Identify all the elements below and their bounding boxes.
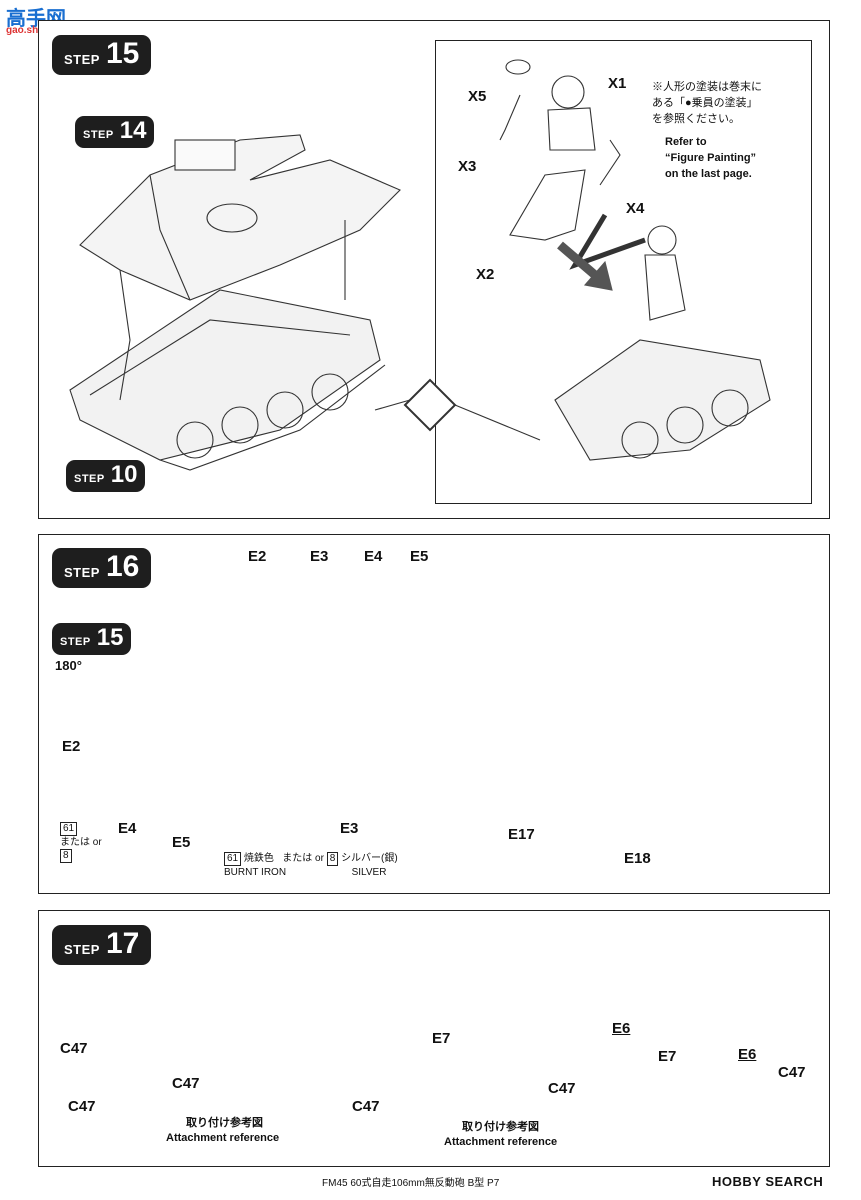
part-c47-f: C47 [778, 1064, 806, 1081]
step17-panel [38, 910, 830, 1167]
part-e6-a: E6 [612, 1020, 631, 1037]
part-e3-label: E3 [340, 820, 359, 837]
attach-ref-2-jp: 取り付け参考図 [462, 1121, 539, 1133]
part-c47-b: C47 [172, 1075, 200, 1092]
part-x5-label: X5 [468, 88, 487, 105]
part-e4-label: E4 [118, 820, 137, 837]
paint-code-61: 61 [60, 822, 78, 836]
part-c47-c: C47 [68, 1098, 96, 1115]
part-e6-b: E6 [738, 1046, 757, 1063]
rotate-180-label: 180° [55, 658, 82, 673]
footer-text: FM45 60式自走106mm無反動砲 B型 P7 [322, 1178, 500, 1189]
part-x2-label: X2 [476, 266, 495, 283]
part-e17-label: E17 [508, 826, 535, 843]
figure-note-en-3: on the last page. [665, 168, 752, 180]
part-x4-label: X4 [626, 200, 645, 217]
part-e2-label: E2 [62, 738, 81, 755]
attach-ref-1-jp: 取り付け参考図 [186, 1117, 263, 1129]
figure-note-jp-3: を参照ください。 [652, 113, 740, 125]
part-x3-label: X3 [458, 158, 477, 175]
top-part-e5: E5 [410, 548, 429, 565]
figure-note-jp-2: ある「●乗員の塗装」 [652, 97, 758, 109]
paint-left: 61 または or 8 [60, 822, 102, 863]
top-part-e4: E4 [364, 548, 383, 565]
part-c47-d: C47 [352, 1098, 380, 1115]
part-e18-label: E18 [624, 850, 651, 867]
part-x1-label: X1 [608, 75, 627, 92]
step16-panel [38, 534, 830, 894]
part-c47-a: C47 [60, 1040, 88, 1057]
figure-note-jp-1: ※人形の塗装は巻末に [652, 81, 762, 93]
attach-ref-1-en: Attachment reference [166, 1132, 280, 1144]
part-e5-label: E5 [172, 834, 191, 851]
paint-mid: 61 焼鉄色 または or 8 シルバー(銀) BURNT IRON SILVE… [224, 852, 398, 878]
part-c47-e: C47 [548, 1080, 576, 1097]
figure-note-en-1: Refer to [665, 136, 707, 148]
figure-note-en-2: “Figure Painting” [665, 152, 757, 164]
attach-ref-2-en: Attachment reference [444, 1136, 558, 1148]
footer-brand: HOBBY SEARCH [712, 1174, 824, 1189]
top-part-e2: E2 [248, 548, 267, 565]
part-e7-a: E7 [432, 1030, 451, 1047]
top-part-e3: E3 [310, 548, 329, 565]
paint-code-8: 8 [60, 849, 72, 863]
part-e7-b: E7 [658, 1048, 677, 1065]
